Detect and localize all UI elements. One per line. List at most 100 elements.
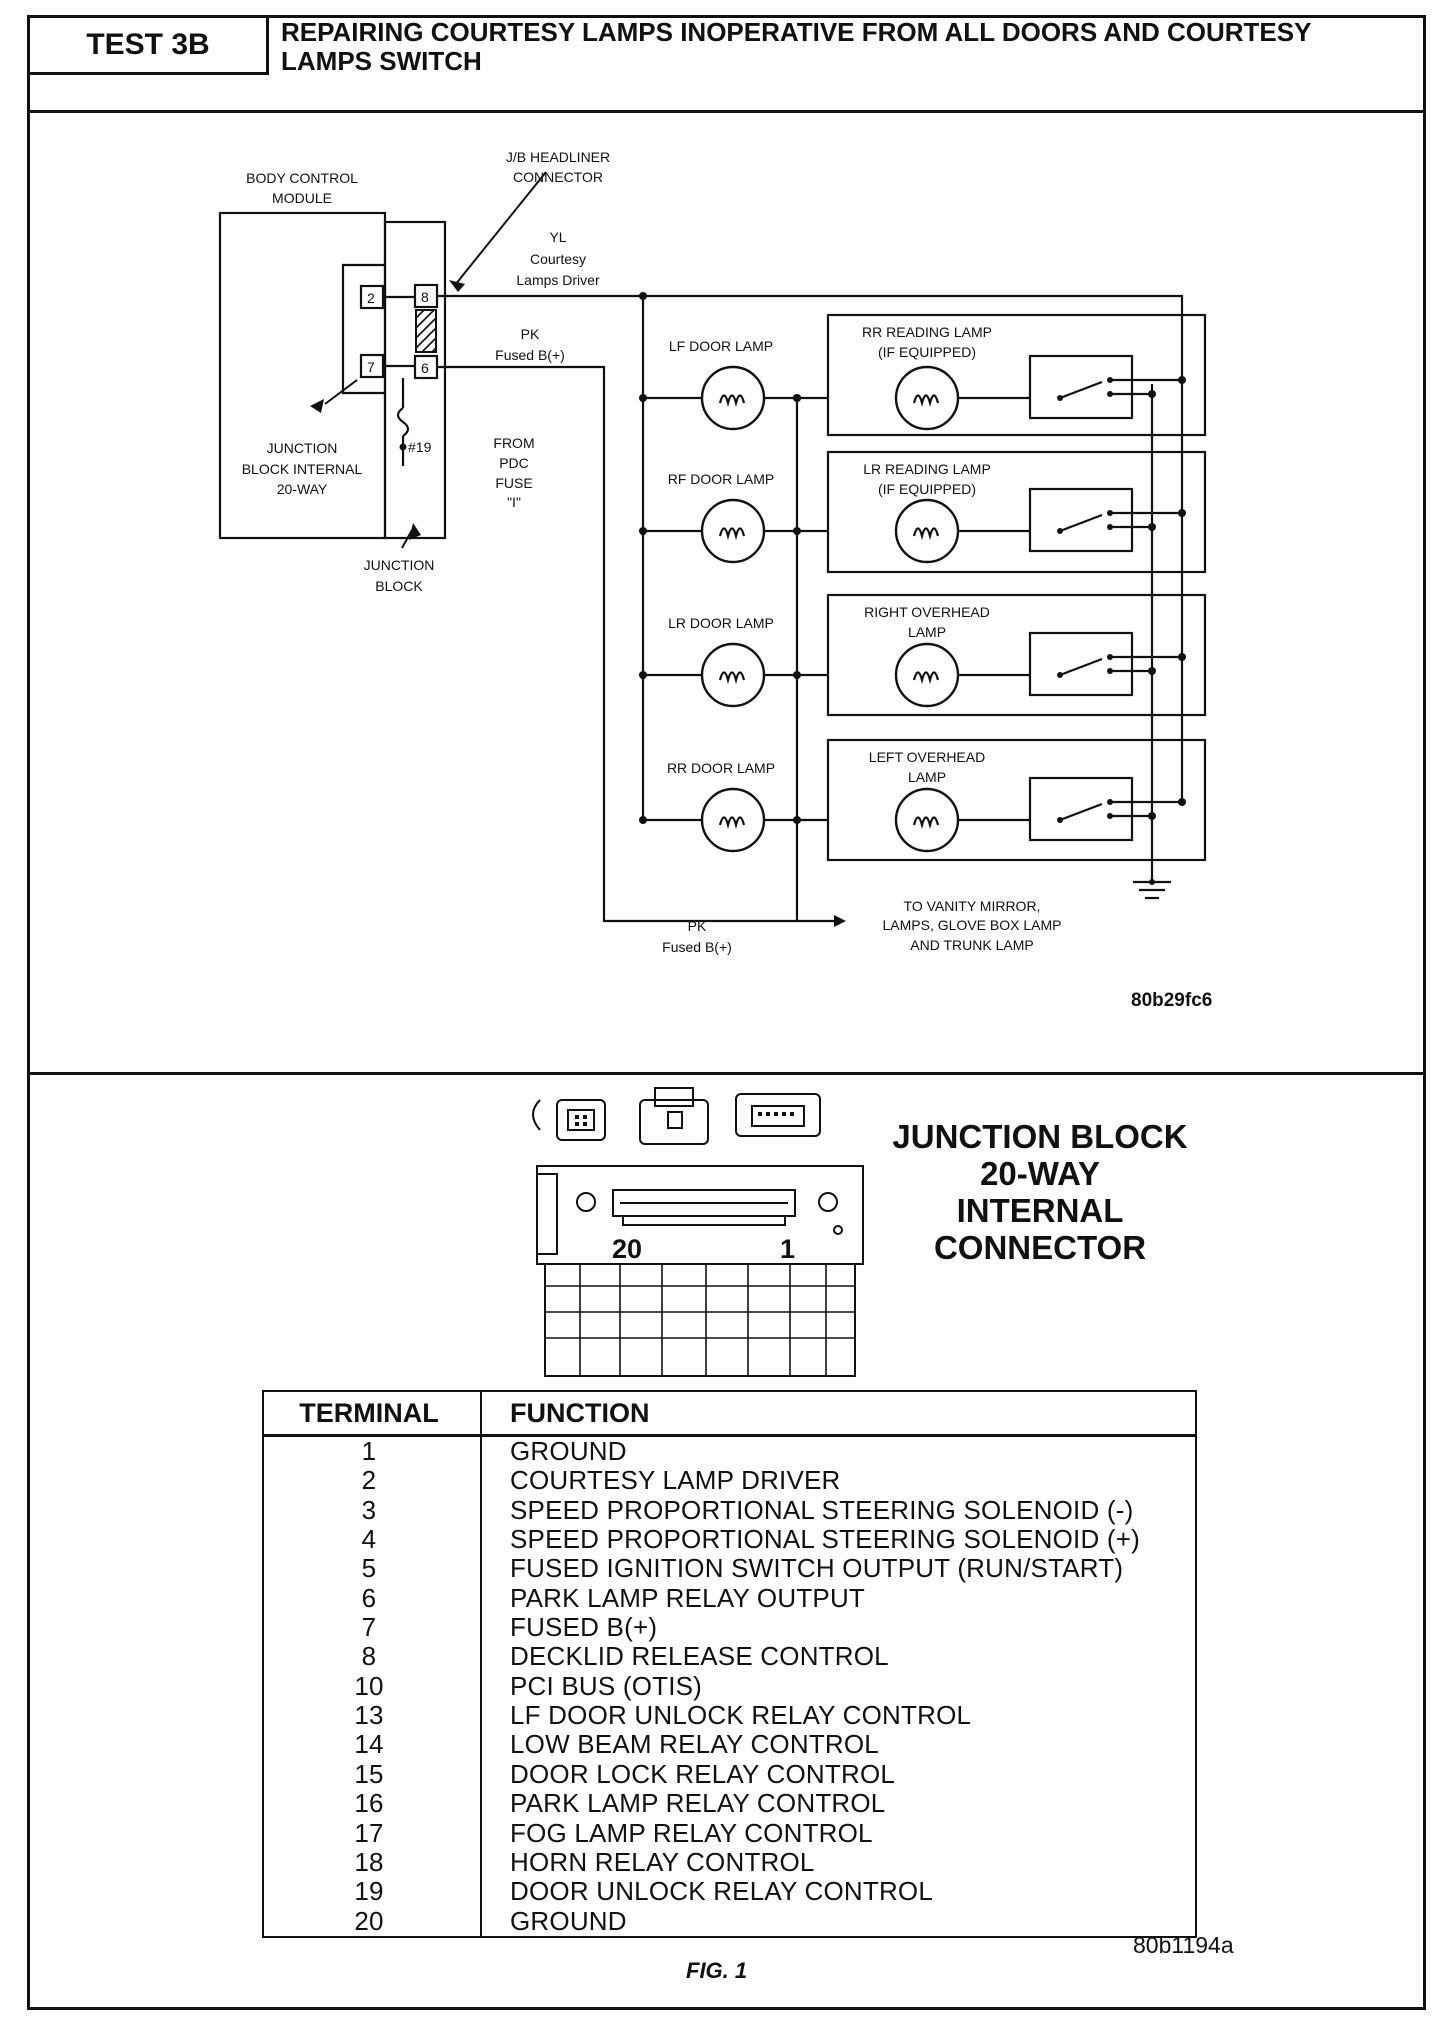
- switch-lamp-sublabel: LAMP: [908, 769, 946, 785]
- pin-20-label: 20: [612, 1234, 642, 1264]
- function-cell: DECKLID RELEASE CONTROL: [510, 1641, 889, 1672]
- bcm-label-1: BODY CONTROL: [246, 170, 358, 186]
- switch-lamp-sublabel: LAMP: [908, 624, 946, 640]
- internal-arrow: [310, 399, 324, 413]
- function-cell: GROUND: [510, 1905, 627, 1936]
- test-label: TEST 3B: [27, 15, 269, 75]
- function-cell: DOOR LOCK RELAY CONTROL: [510, 1758, 896, 1789]
- page-frame: [27, 15, 1426, 2010]
- yl-label-2: Courtesy: [530, 251, 586, 267]
- connector-title-line-1: JUNCTION BLOCK: [892, 1118, 1188, 1155]
- function-cell: LF DOOR UNLOCK RELAY CONTROL: [510, 1700, 972, 1731]
- function-cell: PARK LAMP RELAY OUTPUT: [510, 1582, 866, 1613]
- internal-label-1: JUNCTION: [267, 440, 338, 456]
- switch-lamp-3-symbol: [894, 642, 960, 708]
- junction-internal-outline: [341, 263, 385, 395]
- terminal-cell: 13: [263, 1701, 482, 1731]
- terminal-cell: 6: [263, 1583, 482, 1614]
- to-vanity-arrow: [834, 915, 846, 927]
- switch-lamp-box: [826, 313, 1207, 437]
- terminal-header: TERMINAL: [263, 1391, 482, 1437]
- terminal-cell: 18: [263, 1847, 482, 1878]
- function-cell: FUSED IGNITION SWITCH OUTPUT (RUN/START): [510, 1553, 1124, 1584]
- door-lamp-4-symbol: [700, 787, 766, 853]
- door-lamp-3-symbol: [700, 642, 766, 708]
- connector-title-line-2: 20-WAY: [980, 1155, 1100, 1192]
- switch-lamp-box: [826, 450, 1207, 574]
- fuse-symbol: [396, 407, 410, 437]
- terminal-cell: 4: [263, 1525, 482, 1555]
- terminal-cell: 20: [263, 1906, 482, 1937]
- table-header-row: TERMINAL FUNCTION: [263, 1391, 1196, 1437]
- page-title: REPAIRING COURTESY LAMPS INOPERATIVE FRO…: [281, 17, 1311, 76]
- function-cell: PCI BUS (OTIS): [510, 1670, 703, 1701]
- table-row: 4 SPEED PROPORTIONAL STEERING SOLENOID (+…: [263, 1524, 1196, 1555]
- terminal-cell: 3: [263, 1495, 482, 1526]
- function-cell: DOOR UNLOCK RELAY CONTROL: [510, 1876, 934, 1907]
- jb-label-2: BLOCK: [375, 578, 423, 594]
- switch-lamp-label: LEFT OVERHEAD: [869, 749, 985, 765]
- switch-blade: [1059, 657, 1103, 677]
- figure-label: FIG. 1: [686, 1958, 748, 1983]
- pdc-label-1: FROM: [493, 435, 534, 451]
- door-lamp-label: LF DOOR LAMP: [669, 338, 773, 354]
- switch-lamp-sublabel: (IF EQUIPPED): [878, 344, 976, 360]
- function-cell: HORN RELAY CONTROL: [510, 1846, 815, 1877]
- table-row: 6 PARK LAMP RELAY OUTPUT: [263, 1582, 1196, 1614]
- switch-lamp-1-symbol: [894, 365, 960, 431]
- table-row: 19 DOOR UNLOCK RELAY CONTROL: [263, 1876, 1196, 1907]
- switch-lamp-label: RIGHT OVERHEAD: [864, 604, 990, 620]
- door-switch-box: [1028, 631, 1134, 697]
- function-cell: SPEED PROPORTIONAL STEERING SOLENOID (+): [510, 1524, 1140, 1555]
- function-cell: GROUND: [510, 1436, 627, 1466]
- internal-label-2: BLOCK INTERNAL: [242, 461, 363, 477]
- pk-fused-bottom: Fused B(+): [662, 939, 732, 955]
- terminal-cell: 10: [263, 1671, 482, 1702]
- switch-lamp-2-symbol: [894, 498, 960, 564]
- terminal-cell: 19: [263, 1877, 482, 1907]
- function-cell: COURTESY LAMP DRIVER: [510, 1465, 841, 1496]
- door-switch-box: [1028, 487, 1134, 553]
- headliner-arrow: [449, 280, 465, 292]
- jb-label-1: JUNCTION: [364, 557, 435, 573]
- table-row: 18 HORN RELAY CONTROL: [263, 1846, 1196, 1878]
- table-row: 10 PCI BUS (OTIS): [263, 1670, 1196, 1702]
- terminal-cell: 16: [263, 1789, 482, 1819]
- switch-lamp-box: [826, 593, 1207, 717]
- switch-blade: [1059, 380, 1103, 400]
- vanity-label-1: TO VANITY MIRROR,: [904, 898, 1041, 914]
- pdc-label-2: PDC: [499, 455, 529, 471]
- door-lamp-2-symbol: [700, 498, 766, 564]
- terminal-cell: 14: [263, 1730, 482, 1760]
- switch-blade: [1059, 802, 1103, 822]
- function-header: FUNCTION: [481, 1391, 1196, 1437]
- internal-label-3: 20-WAY: [277, 481, 328, 497]
- table-figure-code: 80b1194a: [1133, 1932, 1234, 1958]
- pdc-label-4: "I": [507, 494, 521, 510]
- connector-title-line-3: INTERNAL: [956, 1192, 1124, 1229]
- junction-block-connector-drawing: 20 1: [532, 1087, 864, 1377]
- jb-headliner-label-1: J/B HEADLINER: [506, 149, 610, 165]
- section-divider: [27, 1072, 1426, 1075]
- switch-lamp-4-symbol: [894, 787, 960, 853]
- switch-blade: [1059, 513, 1103, 533]
- fuse-19-node: [399, 443, 407, 451]
- pin-2-label: 2: [367, 290, 375, 306]
- pin-1-label: 1: [780, 1234, 795, 1264]
- function-cell: FUSED B(+): [510, 1612, 658, 1643]
- table-row: 1 GROUND: [263, 1435, 1196, 1467]
- pk-fused-top: Fused B(+): [495, 347, 565, 363]
- vanity-label-3: AND TRUNK LAMP: [910, 937, 1033, 953]
- vanity-label-2: LAMPS, GLOVE BOX LAMP: [883, 917, 1062, 933]
- terminal-cell: 1: [263, 1435, 482, 1467]
- fuse-number: #19: [408, 439, 432, 455]
- pk-label-top: PK: [521, 326, 540, 342]
